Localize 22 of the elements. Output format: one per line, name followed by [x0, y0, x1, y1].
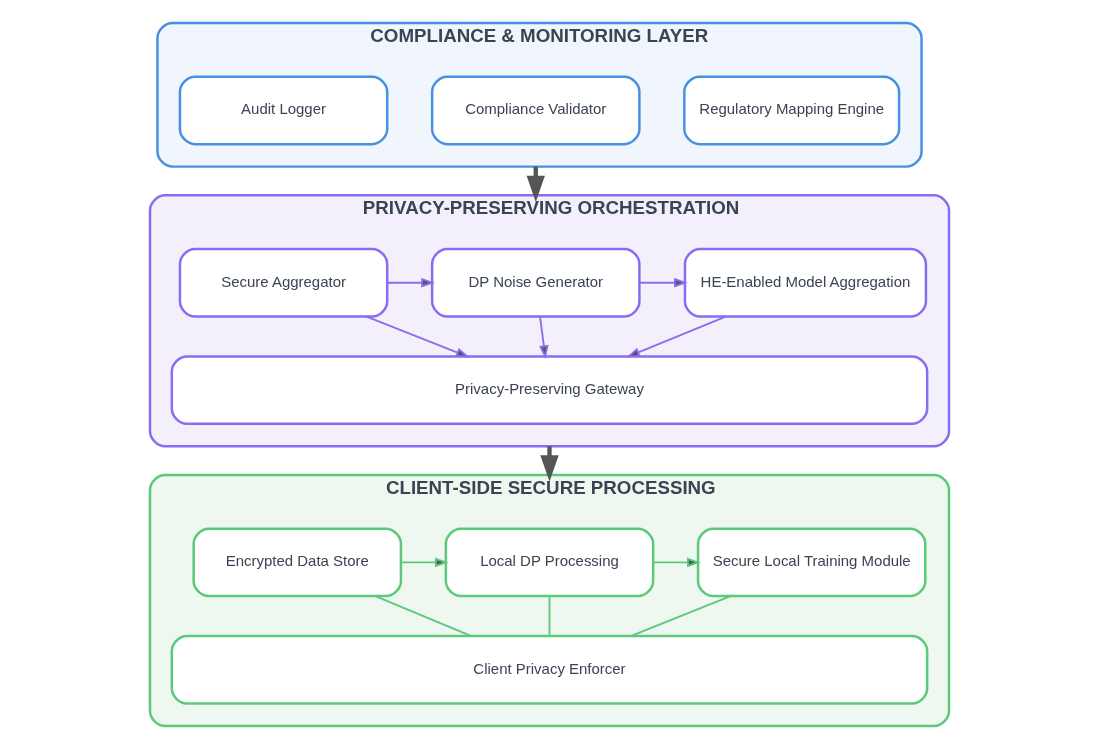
arrow [538, 315, 549, 360]
arrow [386, 277, 435, 288]
arrow [364, 315, 470, 358]
node-box: HE-Enabled Model Aggregation [683, 247, 927, 318]
node-box: Privacy-Preserving Gateway [170, 355, 928, 426]
arrow [652, 557, 701, 568]
node-box: DP Noise Generator [430, 247, 641, 318]
arrow [399, 557, 449, 568]
arrow [638, 277, 688, 288]
node-box: Encrypted Data Store [191, 527, 402, 598]
connector [373, 595, 472, 637]
connector [548, 595, 550, 637]
node-box: Regulatory Mapping Engine [682, 75, 900, 146]
arrow [539, 446, 559, 482]
node-box: Secure Local Training Module [696, 527, 927, 598]
node-box: Compliance Validator [430, 75, 641, 146]
connector [629, 595, 731, 637]
node-box: Client Privacy Enforcer [170, 634, 928, 705]
arrow [625, 315, 727, 358]
node-box: Local DP Processing [444, 527, 654, 598]
node-box: Audit Logger [178, 75, 388, 146]
node-box: Secure Aggregator [178, 247, 388, 318]
